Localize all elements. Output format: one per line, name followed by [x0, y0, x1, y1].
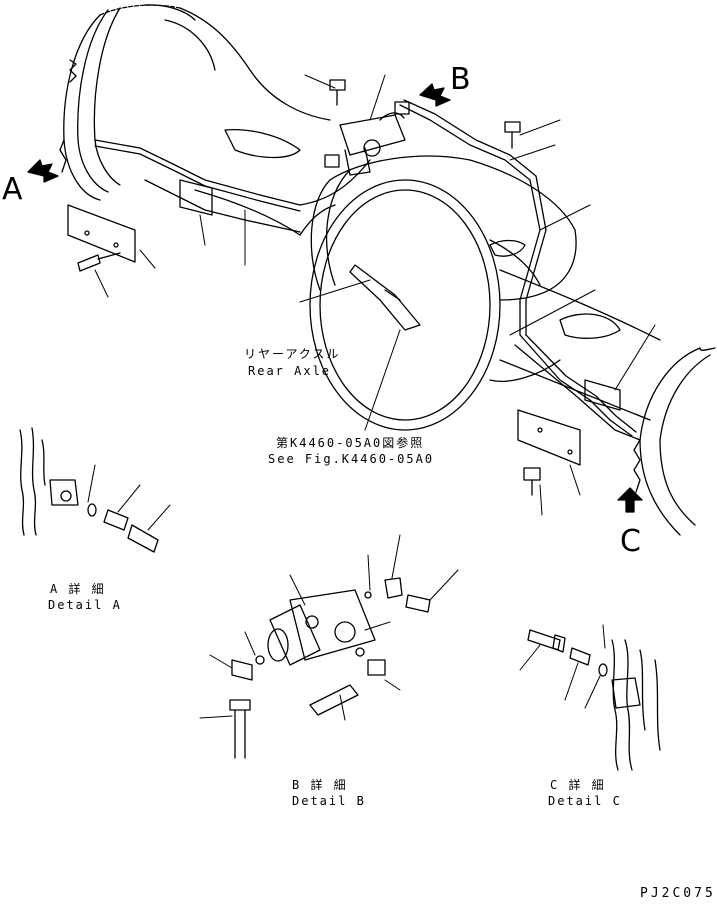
- detail-b-label-en: Detail B: [292, 794, 366, 808]
- detail-c-label-en: Detail C: [548, 794, 622, 808]
- rear-axle-label-jp: リヤーアクスル: [244, 347, 341, 361]
- left-axle-tube: [145, 8, 335, 235]
- drawing-code: PJ2C075: [640, 886, 716, 901]
- center-differential-housing: [310, 156, 575, 430]
- detail-c-drawing: [520, 625, 660, 770]
- brake-tube-routing: [95, 100, 636, 436]
- flexible-hose: [350, 265, 420, 330]
- detail-a-label-en: Detail A: [48, 598, 122, 612]
- rear-axle-label-en: Rear Axle: [248, 364, 332, 378]
- left-wheel-hub: [60, 5, 215, 200]
- see-fig-label-en: See Fig.K4460-05A0: [268, 452, 435, 466]
- callout-b: B: [450, 62, 471, 97]
- detail-b-label-jp: B 詳 細: [292, 778, 348, 792]
- detail-b-drawing: [200, 535, 458, 758]
- detail-a-drawing: [20, 428, 170, 552]
- right-axle-tube: [500, 230, 660, 440]
- callout-c: C: [620, 524, 641, 559]
- callout-a: A: [2, 172, 23, 207]
- detail-c-label-jp: C 詳 細: [550, 778, 606, 792]
- main-bolts: [78, 80, 540, 495]
- direction-arrows: [28, 84, 642, 512]
- leader-lines: [95, 75, 655, 515]
- detail-a-label-jp: A 詳 細: [50, 582, 106, 596]
- see-fig-label-jp: 第K4460-05A0図参照: [276, 436, 425, 450]
- brackets-and-clamps: [68, 180, 620, 465]
- right-wheel-hub: [634, 348, 715, 535]
- brake-valve-assembly: [325, 102, 409, 175]
